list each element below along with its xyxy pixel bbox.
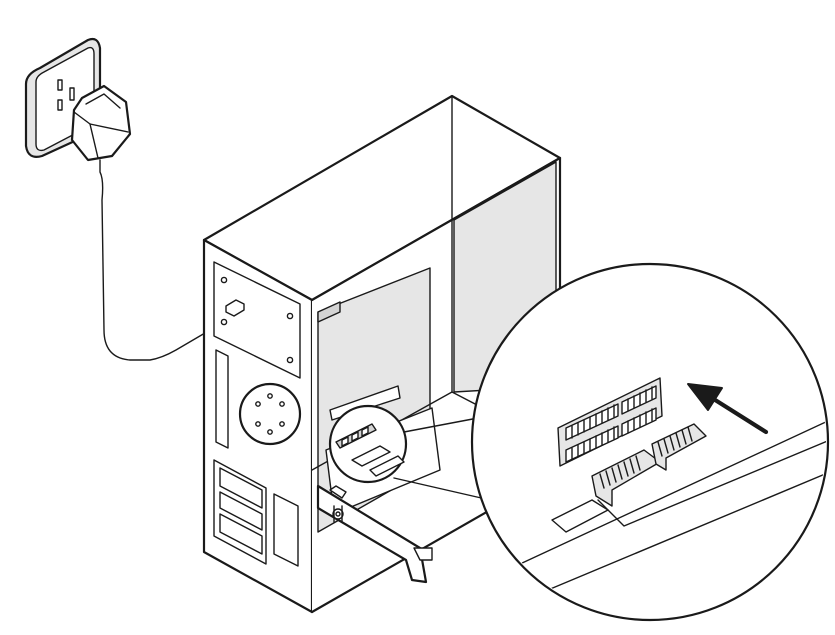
zoom-connector-bottom (393, 477, 491, 501)
insert-arrow (687, 383, 769, 435)
front-drive-bay (213, 261, 301, 379)
outlet-pin-slot-right (69, 87, 75, 101)
zoom-source-circle (328, 404, 408, 484)
outlet-pin-slot-bottom (57, 99, 63, 111)
power-cable (99, 159, 235, 361)
magnifier-circle (470, 262, 830, 622)
outlet-pin-slot-left (57, 79, 63, 91)
front-fan (238, 382, 302, 446)
motherboard-slot (557, 377, 663, 467)
front-slot (215, 349, 229, 449)
zoom-connector-top (403, 417, 479, 433)
card-edge-connector (551, 423, 826, 533)
power-socket (225, 299, 245, 317)
pcie-adapter-card (316, 484, 433, 584)
power-adapter (70, 84, 132, 162)
